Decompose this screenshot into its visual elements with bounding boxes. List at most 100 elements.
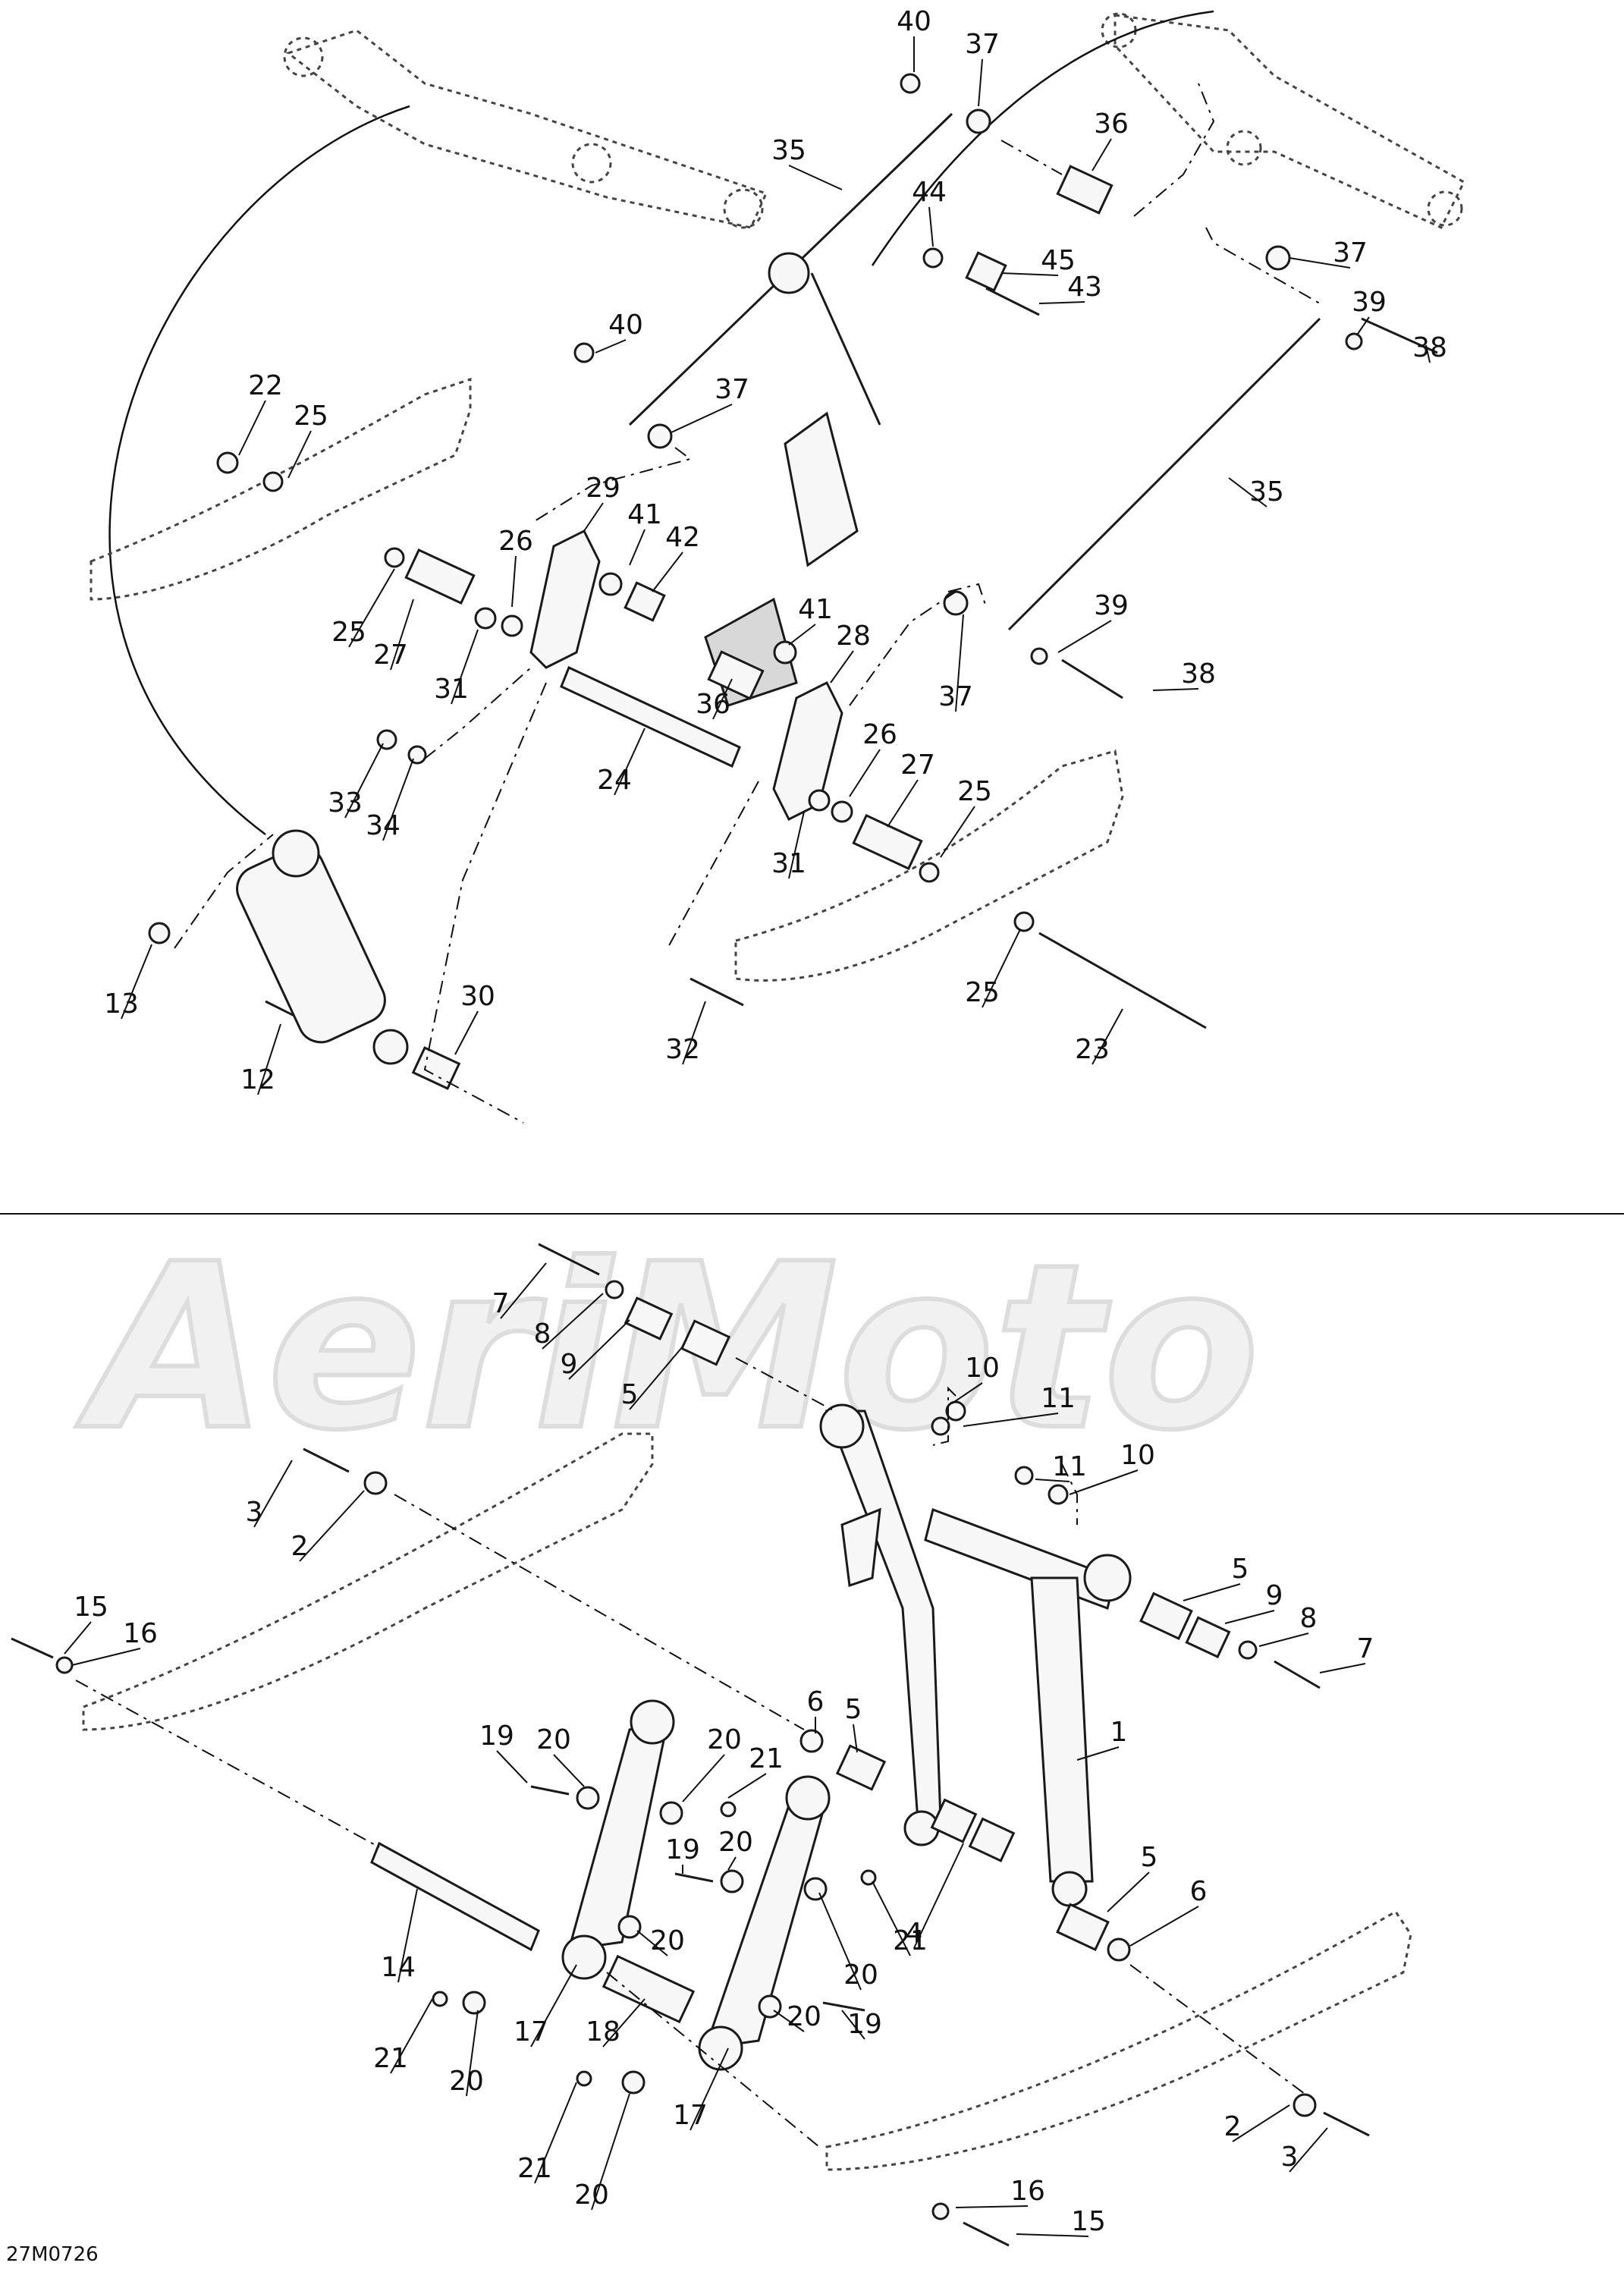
washer-39-upper <box>1345 332 1363 350</box>
washer-20-h <box>621 2070 646 2095</box>
rear-arm-leader-11 <box>1224 1610 1275 1624</box>
washer-10-right <box>1048 1484 1069 1505</box>
rear-arm-leader-32 <box>530 1964 577 2047</box>
washer-25-c <box>919 862 940 883</box>
rear-arm-callout-32: 17 <box>514 2016 548 2047</box>
bolt-3-upper <box>303 1447 350 1473</box>
front-arm-leader-4 <box>1357 316 1370 335</box>
rear-arm-leader-39 <box>1232 2104 1290 2142</box>
bolt-7-right <box>1274 1660 1321 1689</box>
bolt-15-lower <box>963 2221 1010 2247</box>
bushing-5-right <box>1139 1592 1193 1640</box>
rear-arm-callout-36: 21 <box>373 2043 408 2074</box>
rear-arm-callout-40: 3 <box>1281 2142 1299 2173</box>
rear-arm-callout-1: 8 <box>534 1318 551 1350</box>
rear-arm-callout-28: 14 <box>381 1952 416 1983</box>
rear-arm-leader-24 <box>727 1856 737 1871</box>
front-arm-leader-8 <box>1000 272 1059 276</box>
rear-arm-callout-5: 11 <box>1041 1383 1076 1414</box>
bushing-27-right <box>852 813 923 871</box>
front-arm-leader-11 <box>671 404 733 433</box>
axis-line-lower-1 <box>735 1357 835 1412</box>
nut-40-top <box>900 73 921 94</box>
rear-arm-callout-26: 6 <box>1190 1876 1208 1907</box>
nut-33 <box>376 729 397 750</box>
rear-arm-callout-17: 5 <box>845 1694 862 1725</box>
rotation-arrow-right <box>871 10 1214 266</box>
upper-left-frame-ghost <box>283 29 768 229</box>
axis-line-lower-7 <box>1061 1463 1078 1525</box>
rear-arm-callout-2: 9 <box>561 1349 578 1380</box>
rear-link-left <box>561 1699 675 1980</box>
washer-25-a <box>262 471 284 492</box>
front-arm-leader-23 <box>1152 688 1199 691</box>
bolt-19-b <box>674 1872 714 1883</box>
rear-arm-callout-29: 20 <box>650 1925 685 1956</box>
front-arm-callout-5: 38 <box>1412 332 1447 363</box>
front-arm-callout-8: 45 <box>1041 245 1076 276</box>
nut-21-b <box>860 1869 877 1886</box>
front-arm-callout-29: 27 <box>900 750 935 781</box>
upper-right-frame-ghost <box>1101 12 1465 229</box>
front-arm-assembly <box>90 10 1465 1124</box>
rear-arm-leader-43 <box>955 2205 1029 2208</box>
rear-arm-callout-8: 3 <box>246 1497 263 1528</box>
washer-2-lower <box>1293 2093 1317 2117</box>
front-arm-callout-12: 35 <box>1249 476 1284 508</box>
front-arm-callout-14: 25 <box>294 401 328 432</box>
rear-arm-callout-25: 5 <box>1141 1842 1158 1873</box>
axis-line-upper-7 <box>849 591 956 706</box>
axis-line-upper-9 <box>174 834 274 949</box>
bushing-4-b <box>968 1817 1016 1862</box>
washer-16-lower <box>931 2202 950 2220</box>
front-arm-callout-10: 40 <box>608 310 643 341</box>
rear-arm-callout-41: 21 <box>517 2153 552 2184</box>
upper-shock-absorber <box>704 252 881 707</box>
axis-line-upper-1 <box>1000 140 1063 175</box>
rear-swing-arm <box>819 1403 1132 1907</box>
nut-21-d <box>576 2070 592 2087</box>
front-arm-callout-6: 35 <box>771 135 806 166</box>
front-arm-callout-17: 42 <box>665 522 700 553</box>
front-arm-callout-15: 29 <box>586 473 620 504</box>
rear-arm-leader-37 <box>466 2010 479 2097</box>
washer-20-g <box>462 1991 486 2015</box>
rear-arm-leader-29 <box>636 1930 668 1956</box>
front-arm-leader-15 <box>583 502 604 532</box>
rear-arm-callout-13: 7 <box>1357 1633 1374 1664</box>
washer-20-d <box>803 1877 828 1901</box>
washer-26-left <box>501 614 523 637</box>
front-arm-callout-26: 28 <box>836 621 871 652</box>
front-arm-leader-25 <box>788 624 816 646</box>
callout-labels: 4037363739383544454340373522252941422625… <box>74 6 1447 2237</box>
front-arm-leader-2 <box>1092 138 1112 171</box>
front-arm-leader-30 <box>940 806 975 858</box>
rear-arm-leader-9 <box>299 1490 365 1562</box>
bolt-32 <box>689 977 744 1007</box>
rear-arm-callout-20: 20 <box>536 1724 571 1755</box>
washer-20-e <box>617 1915 642 1939</box>
bushing-5-mid <box>835 1744 887 1791</box>
front-arm-leader-38 <box>682 1001 706 1065</box>
washer-41-right <box>773 640 797 665</box>
front-arm-callout-37: 30 <box>460 981 495 1012</box>
washer-2-upper <box>363 1471 388 1495</box>
rear-arm-leader-31 <box>818 1892 862 1991</box>
front-arm-callout-9: 43 <box>1067 272 1102 303</box>
bolt-19-a <box>530 1785 570 1796</box>
front-arm-leader-17 <box>652 552 683 592</box>
bushing-5-upper <box>680 1319 731 1366</box>
rear-arm-callout-24: 20 <box>718 1827 753 1858</box>
bushing-9-right <box>1185 1616 1231 1659</box>
callout-leaders <box>64 36 1431 2237</box>
rear-arm-leader-36 <box>390 1998 433 2074</box>
front-arm-callout-25: 41 <box>798 594 833 625</box>
rear-arm-leader-42 <box>591 2093 630 2211</box>
front-arm-leader-6 <box>788 165 843 190</box>
front-arm-leader-33 <box>614 728 646 796</box>
bolt-7-upper <box>538 1243 600 1276</box>
washer-26-right <box>831 800 853 823</box>
washer-20-f <box>758 1994 782 2019</box>
rear-arm-leader-35 <box>841 2010 865 2040</box>
front-arm-leader-7 <box>928 206 934 247</box>
